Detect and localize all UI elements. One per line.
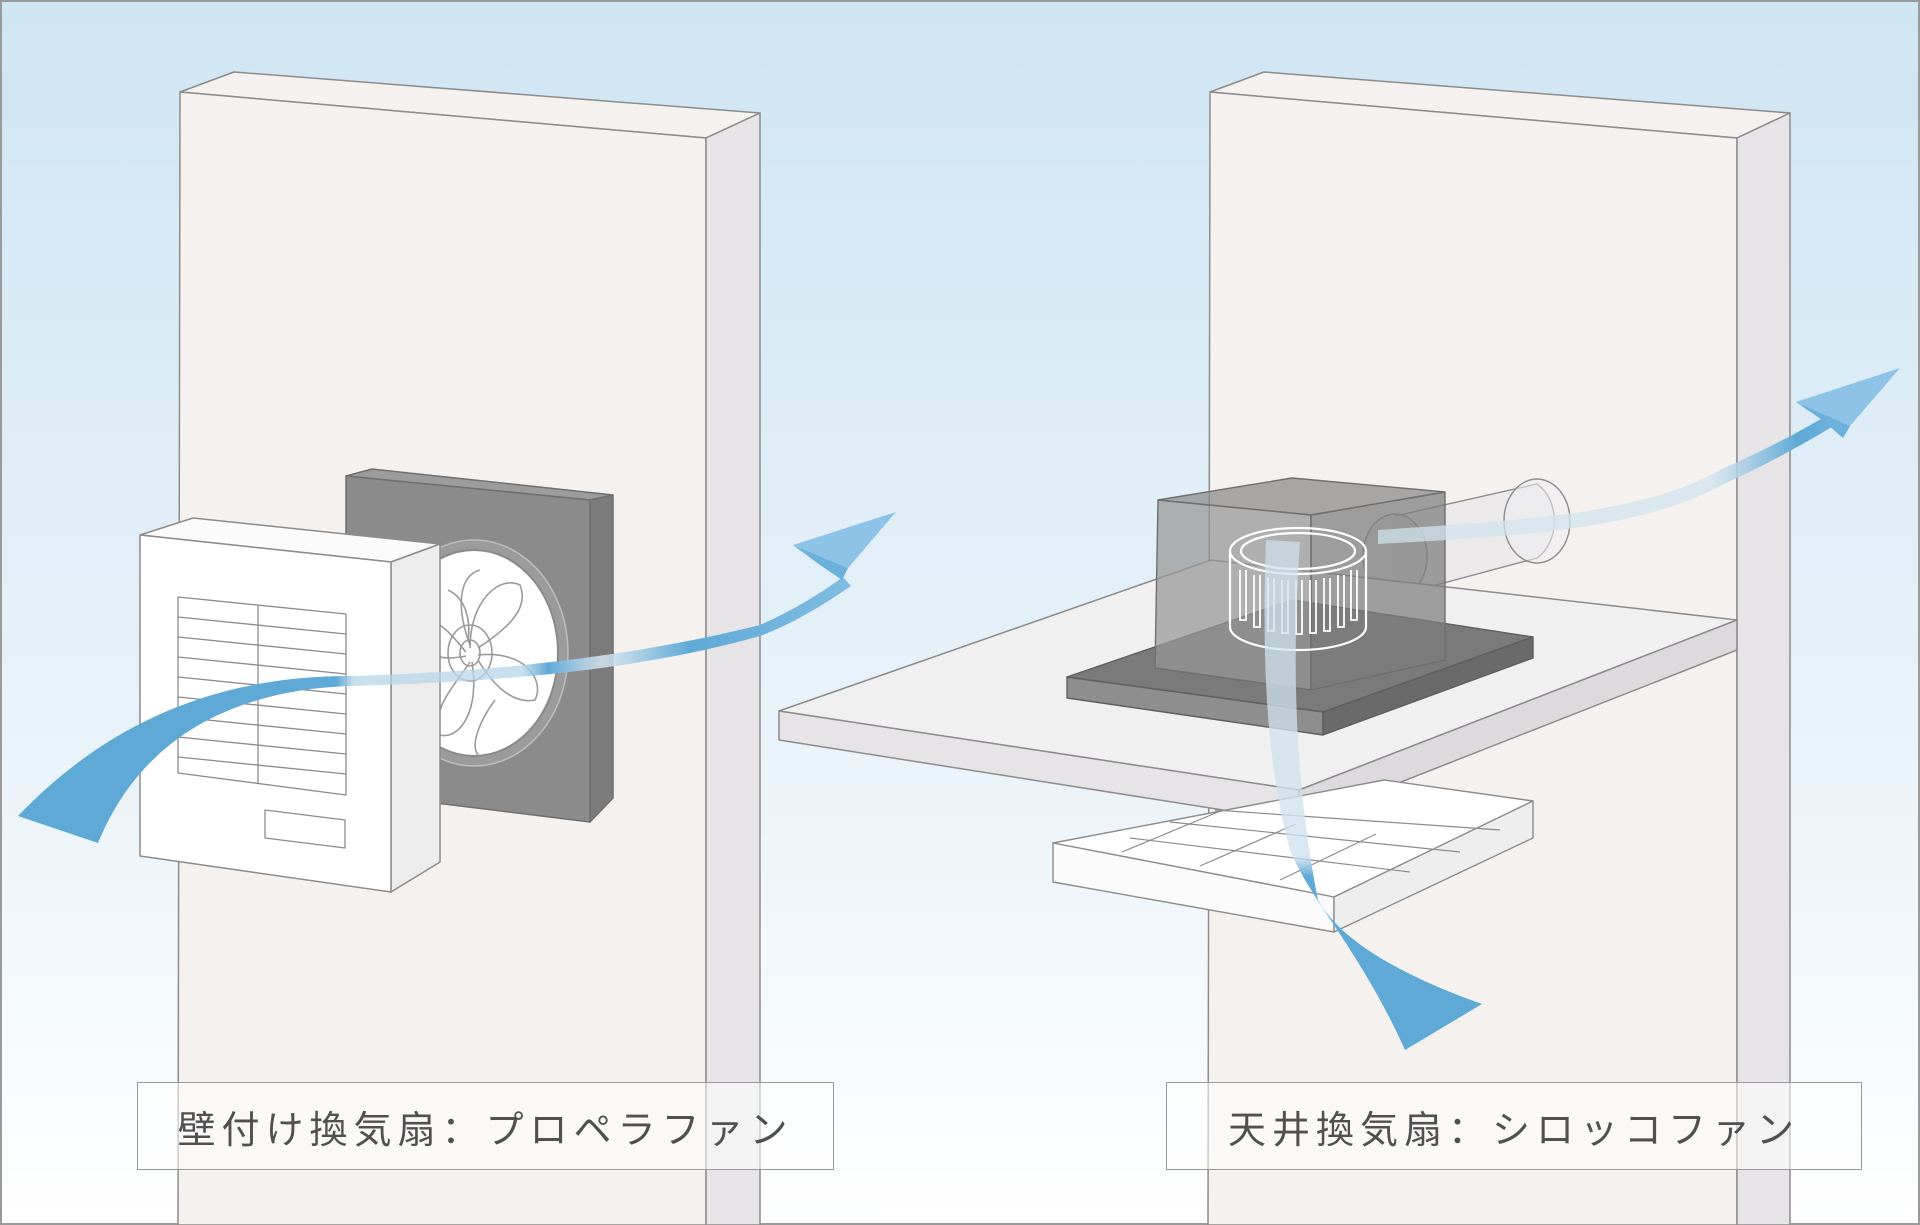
right-airflow-arrow-icon (1264, 368, 1900, 1050)
caption-wall-fan: 壁付け換気扇：プロペラファン (137, 1082, 834, 1170)
right-wall-side (1736, 112, 1791, 1225)
caption-ceiling-fan-text: 天井換気扇：シロッコファン (1227, 1107, 1800, 1152)
wall-fan-grille (139, 517, 441, 893)
caption-wall-fan-text: 壁付け換気扇：プロペラファン (177, 1107, 794, 1152)
left-airflow-arrow-icon (18, 512, 896, 843)
caption-ceiling-fan: 天井換気扇：シロッコファン (1166, 1082, 1862, 1170)
sirocco-fan-housing (1154, 477, 1446, 691)
left-wall-side (705, 112, 761, 1225)
